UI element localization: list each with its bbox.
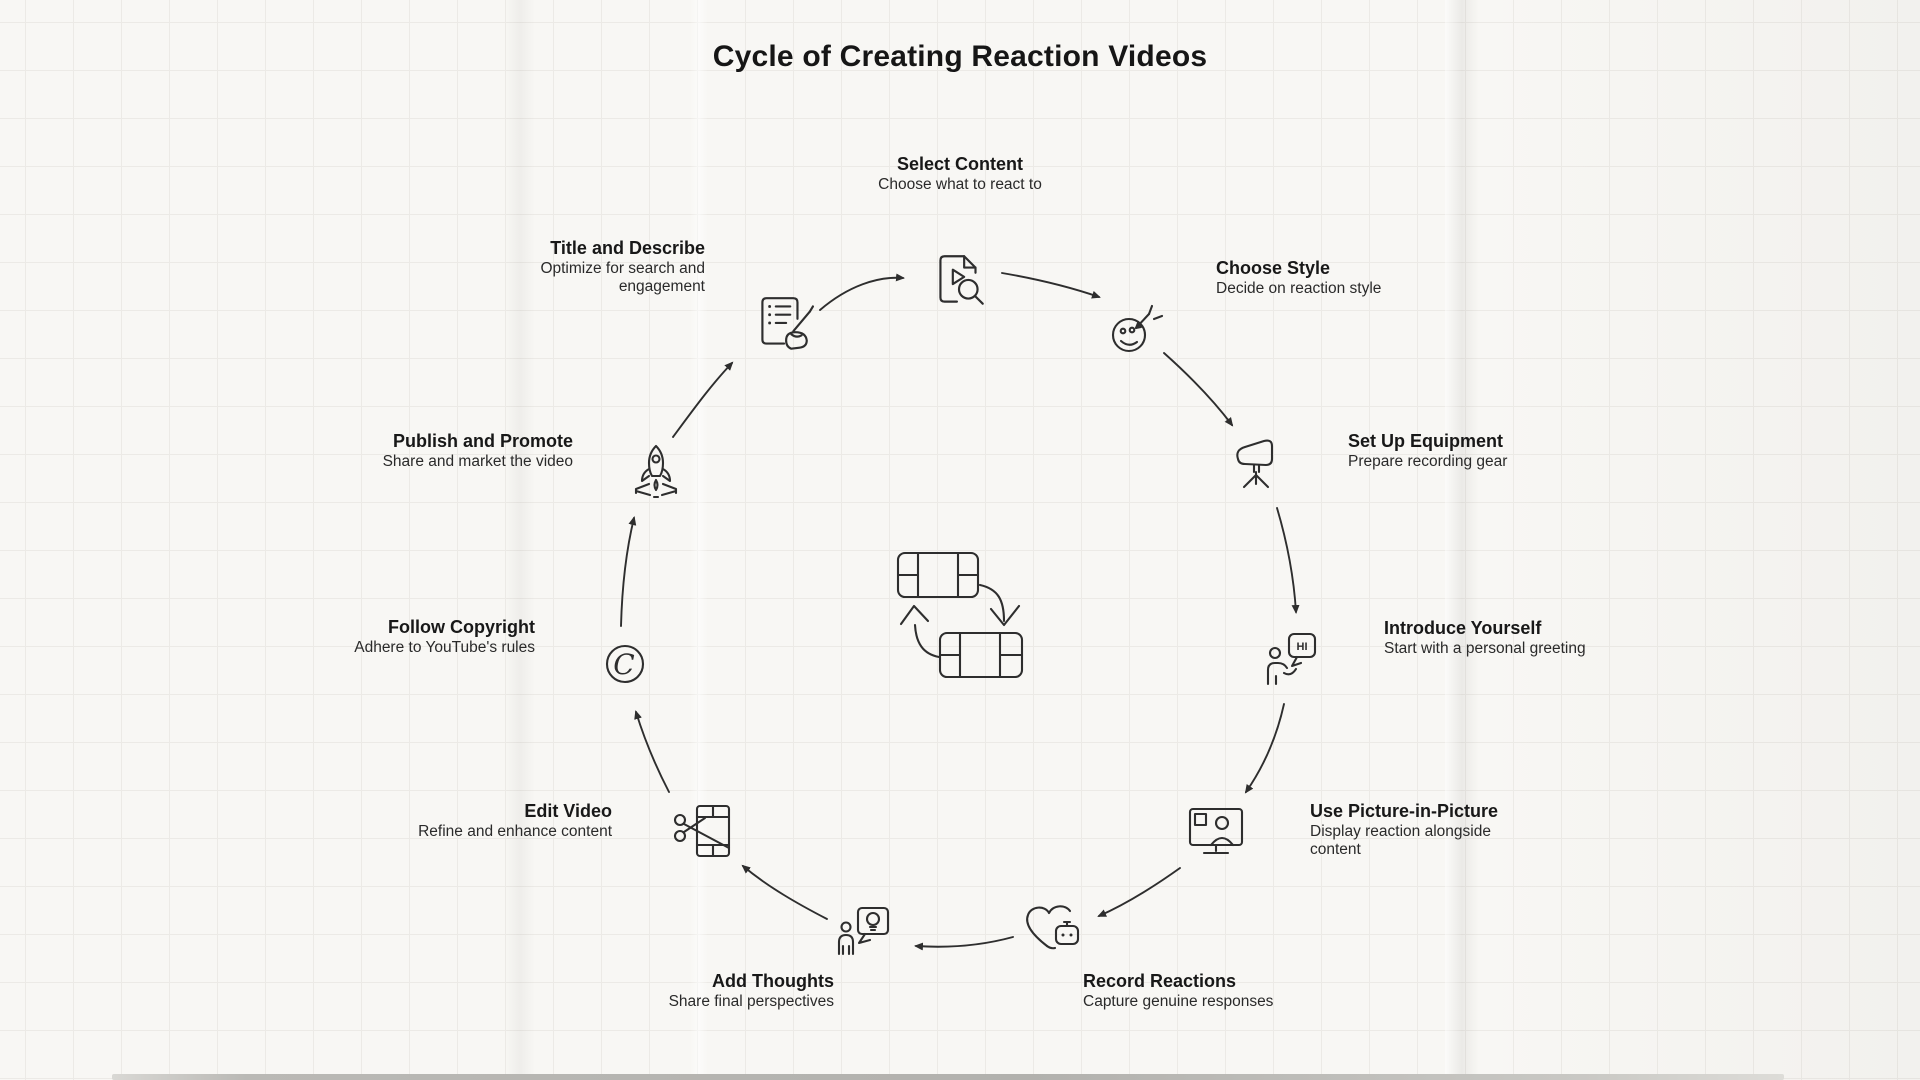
step-title: Follow Copyright (388, 617, 535, 637)
diagram-title: Cycle of Creating Reaction Videos (712, 40, 1208, 73)
step-record-reactions: Record Reactions Capture genuine respons… (1083, 971, 1343, 1011)
step-title: Record Reactions (1083, 971, 1237, 991)
document-pen-icon (761, 297, 815, 350)
step-select-content: Select Content Choose what to react to (760, 154, 1160, 194)
paper-bottom-edge (112, 1074, 1784, 1080)
step-description: Prepare recording gear (1348, 453, 1508, 470)
rocket-launch-icon (634, 444, 678, 499)
step-description: Capture genuine responses (1083, 993, 1274, 1010)
step-title: Title and Describe (550, 238, 705, 258)
step-title: Introduce Yourself (1384, 618, 1542, 638)
smiley-pencil-icon (1111, 304, 1164, 353)
step-edit-video: Edit Video Refine and enhance content (412, 801, 612, 841)
step-title: Edit Video (524, 801, 612, 821)
monitor-pip-icon (1188, 807, 1244, 855)
step-set-up-equipment: Set Up Equipment Prepare recording gear (1348, 431, 1608, 471)
step-title: Use Picture-in-Picture (1310, 801, 1499, 821)
studio-light-tripod-icon (1236, 439, 1274, 489)
step-description: Refine and enhance content (418, 823, 612, 840)
scissors-film-icon (673, 804, 731, 858)
video-clips-cycle-icon (896, 551, 1024, 679)
step-description: Share final perspectives (668, 993, 834, 1010)
step-description: Decide on reaction style (1216, 280, 1382, 297)
step-introduce-yourself: Introduce Yourself Start with a personal… (1384, 618, 1664, 658)
step-follow-copyright: Follow Copyright Adhere to YouTube's rul… (335, 617, 535, 657)
step-title: Select Content (896, 154, 1024, 174)
document-play-search-icon (939, 255, 984, 305)
step-title: Add Thoughts (712, 971, 834, 991)
step-description: Choose what to react to (878, 176, 1042, 193)
step-title: Set Up Equipment (1348, 431, 1504, 451)
step-description: Share and market the video (382, 453, 573, 470)
person-greeting-icon: HI (1266, 632, 1317, 686)
step-publish-and-promote: Publish and Promote Share and market the… (373, 431, 573, 471)
person-idea-bubble-icon (837, 906, 890, 956)
step-use-picture-in-picture: Use Picture-in-Picture Display reaction … (1310, 801, 1510, 859)
step-description: Display reaction alongside content (1310, 823, 1491, 858)
copyright-letter: C (613, 648, 634, 681)
step-title-and-describe: Title and Describe Optimize for search a… (530, 238, 705, 296)
step-title: Publish and Promote (392, 431, 573, 451)
copyright-icon: C (605, 644, 645, 684)
step-title: Choose Style (1216, 258, 1331, 278)
step-description: Adhere to YouTube's rules (354, 639, 535, 656)
step-description: Optimize for search and engagement (540, 260, 705, 295)
heart-camera-icon (1026, 905, 1080, 950)
step-add-thoughts: Add Thoughts Share final perspectives (634, 971, 834, 1011)
greeting-bubble-text: HI (1297, 641, 1308, 653)
step-choose-style: Choose Style Decide on reaction style (1216, 258, 1476, 298)
step-description: Start with a personal greeting (1384, 640, 1586, 657)
